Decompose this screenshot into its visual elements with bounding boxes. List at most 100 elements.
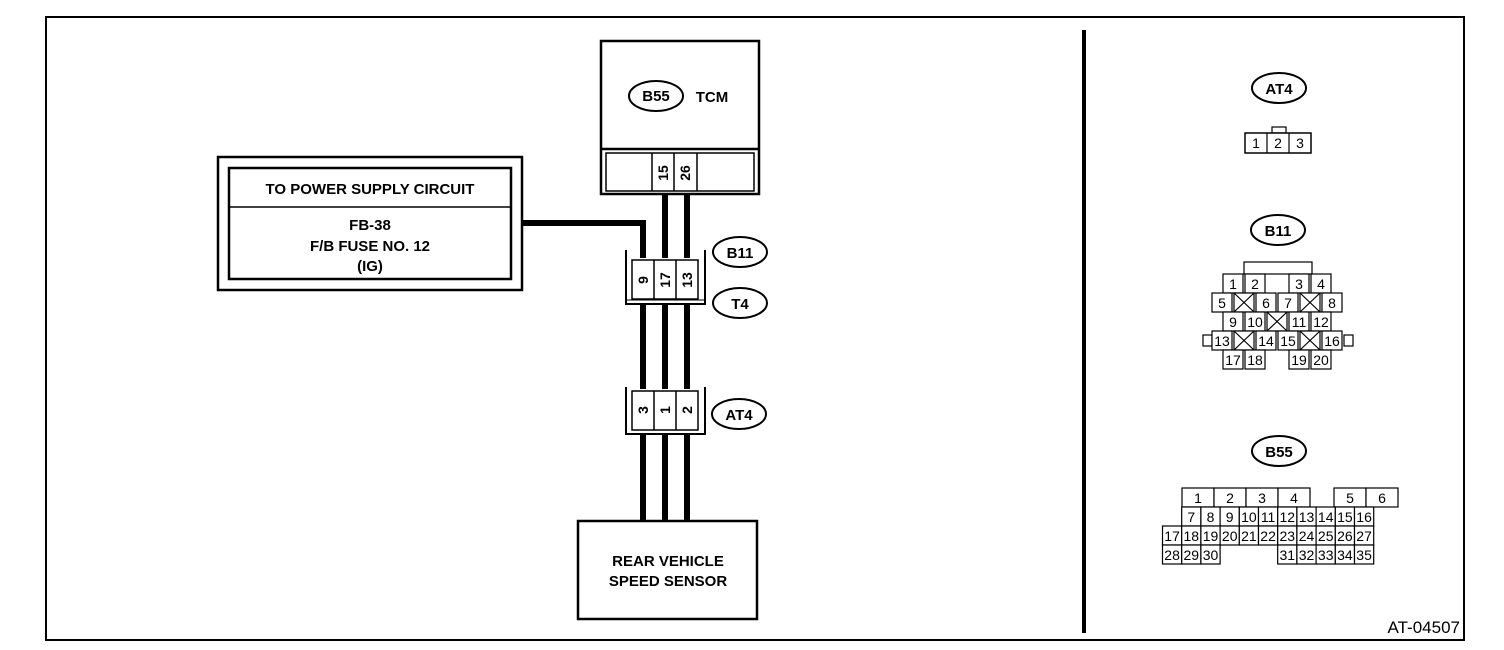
- b55-pin-6-cell: [1365, 487, 1399, 508]
- b11-pin-8: 8: [1328, 295, 1336, 311]
- b55-pin-2: 2: [1226, 490, 1234, 506]
- b55-pin-30-cell: [1200, 544, 1221, 565]
- at4-view-badge: [1251, 72, 1307, 104]
- b11-pin-15-cell: [1277, 330, 1299, 351]
- b55-pin-6: 6: [1378, 490, 1386, 506]
- b55-pin-4: 4: [1290, 490, 1298, 506]
- b11-pin-13-cell: [1211, 330, 1233, 351]
- b11-pin-6-cell: [1255, 292, 1277, 313]
- b11-pin-11-cell: [1288, 311, 1310, 332]
- at4-inline-badge-label: AT4: [725, 407, 753, 424]
- b11-pin-3: 3: [1295, 276, 1303, 292]
- b11-pin-20: 20: [1313, 352, 1329, 368]
- b11-blank-row2-a-cross: [1233, 292, 1255, 313]
- b55-pin-34: 34: [1337, 547, 1353, 563]
- b11-pin-4-cell: [1310, 273, 1332, 294]
- b55-pin-19: 19: [1203, 528, 1219, 544]
- b11-pin-14-cell: [1255, 330, 1277, 351]
- tcm-pin-15: 15: [655, 165, 671, 181]
- b55-pin-35-cell: [1353, 544, 1375, 565]
- tcm-connector-badge: [628, 80, 684, 112]
- b11-pin-18: 18: [1247, 352, 1263, 368]
- wire-power-feed: [522, 220, 646, 258]
- b55-pin-11: 11: [1261, 509, 1276, 525]
- b11-pin-15: 15: [1280, 333, 1296, 349]
- b55-pin-29: 29: [1184, 547, 1200, 563]
- at4-view-badge-label: AT4: [1265, 81, 1293, 98]
- b11-pin-18-cell: [1244, 349, 1266, 370]
- b11-pin-4: 4: [1317, 276, 1325, 292]
- b55-pin-30: 30: [1203, 547, 1219, 563]
- power-supply-title: TO POWER SUPPLY CIRCUIT: [266, 181, 475, 198]
- at4-inline-pin-3: 3: [635, 406, 651, 414]
- b55-pin-7: 7: [1187, 509, 1195, 525]
- b11-blank-row4-b-cross: [1299, 330, 1321, 351]
- b11-blank-row3-cross: [1266, 311, 1288, 332]
- tcm-label: TCM: [696, 89, 729, 106]
- b11-pin-10-cell: [1244, 311, 1266, 332]
- b11-pin-9: 9: [1229, 314, 1237, 330]
- b11-pin-12: 12: [1313, 314, 1329, 330]
- power-supply-box: TO POWER SUPPLY CIRCUIT FB-38 F/B FUSE N…: [216, 155, 524, 292]
- b11-t4-inline-connector: 9 17 13 B11 T4: [625, 236, 768, 319]
- b55-pin-17: 17: [1164, 528, 1180, 544]
- b11-pin-14: 14: [1258, 333, 1274, 349]
- b11-pin-1: 1: [1229, 276, 1237, 292]
- b55-pin-21: 21: [1241, 528, 1257, 544]
- at4-connector-view: AT4 1 2 3: [1244, 72, 1312, 154]
- b55-pin-23: 23: [1280, 528, 1296, 544]
- at4-view-pin-3: 3: [1296, 135, 1304, 151]
- b55-pin-1: 1: [1194, 490, 1202, 506]
- sensor-line1: REAR VEHICLE: [612, 553, 724, 570]
- b55-pin-12: 12: [1280, 509, 1296, 525]
- b55-pin-35: 35: [1356, 547, 1372, 563]
- tcm-connector-label: B55: [642, 88, 670, 105]
- at4-view-pin-2: 2: [1274, 135, 1282, 151]
- b11-pin-13: 13: [1214, 333, 1230, 349]
- b11-pin-2: 2: [1251, 276, 1259, 292]
- b55-pin-27: 27: [1356, 528, 1372, 544]
- b11-view-badge-label: B11: [1265, 223, 1292, 240]
- b11-pin-2-cell: [1244, 273, 1266, 294]
- b11-pin-10: 10: [1247, 314, 1263, 330]
- b55-pin-5: 5: [1346, 490, 1354, 506]
- t4-badge-label: T4: [731, 296, 749, 313]
- at4-inline-pin-2: 2: [679, 406, 695, 414]
- b55-pin-24: 24: [1299, 528, 1315, 544]
- b11-pin-12-cell: [1310, 311, 1332, 332]
- power-supply-line2: F/B FUSE NO. 12: [310, 238, 430, 255]
- b11-latch-left: [1202, 334, 1213, 347]
- at4-inline-badge: [711, 398, 767, 430]
- b55-view-badge-label: B55: [1265, 444, 1293, 461]
- b55-pin-33: 33: [1318, 547, 1334, 563]
- b11-pin-7-cell: [1277, 292, 1299, 313]
- b11-latch-right: [1343, 334, 1354, 347]
- b11-badge: [712, 236, 768, 268]
- b11-pin-17-cell: [1222, 349, 1244, 370]
- b11-pin-19-cell: [1288, 349, 1310, 370]
- b55-pin-20: 20: [1222, 528, 1238, 544]
- b11-pin-16: 16: [1324, 333, 1340, 349]
- b55-pin-13: 13: [1299, 509, 1315, 525]
- outer-frame: [45, 16, 1465, 641]
- b11-pin-5-cell: [1211, 292, 1233, 313]
- b55-pin-15: 15: [1337, 509, 1353, 525]
- b55-pin-8: 8: [1207, 509, 1215, 525]
- b11-view-badge: [1250, 214, 1306, 246]
- b55-pin-10: 10: [1241, 509, 1257, 525]
- inline-pin-17: 17: [657, 272, 673, 288]
- tcm-pin-26: 26: [677, 165, 693, 181]
- b55-pin-31: 31: [1280, 547, 1296, 563]
- b55-pin-28: 28: [1164, 547, 1180, 563]
- b55-pin-9: 9: [1226, 509, 1234, 525]
- power-supply-line1: FB-38: [349, 217, 391, 234]
- figure-id: AT-04507: [1388, 618, 1460, 637]
- b11-pin-1-cell: [1222, 273, 1244, 294]
- b11-pin-11: 11: [1292, 314, 1307, 330]
- b55-pin-32: 32: [1299, 547, 1315, 563]
- b55-pin-18: 18: [1184, 528, 1200, 544]
